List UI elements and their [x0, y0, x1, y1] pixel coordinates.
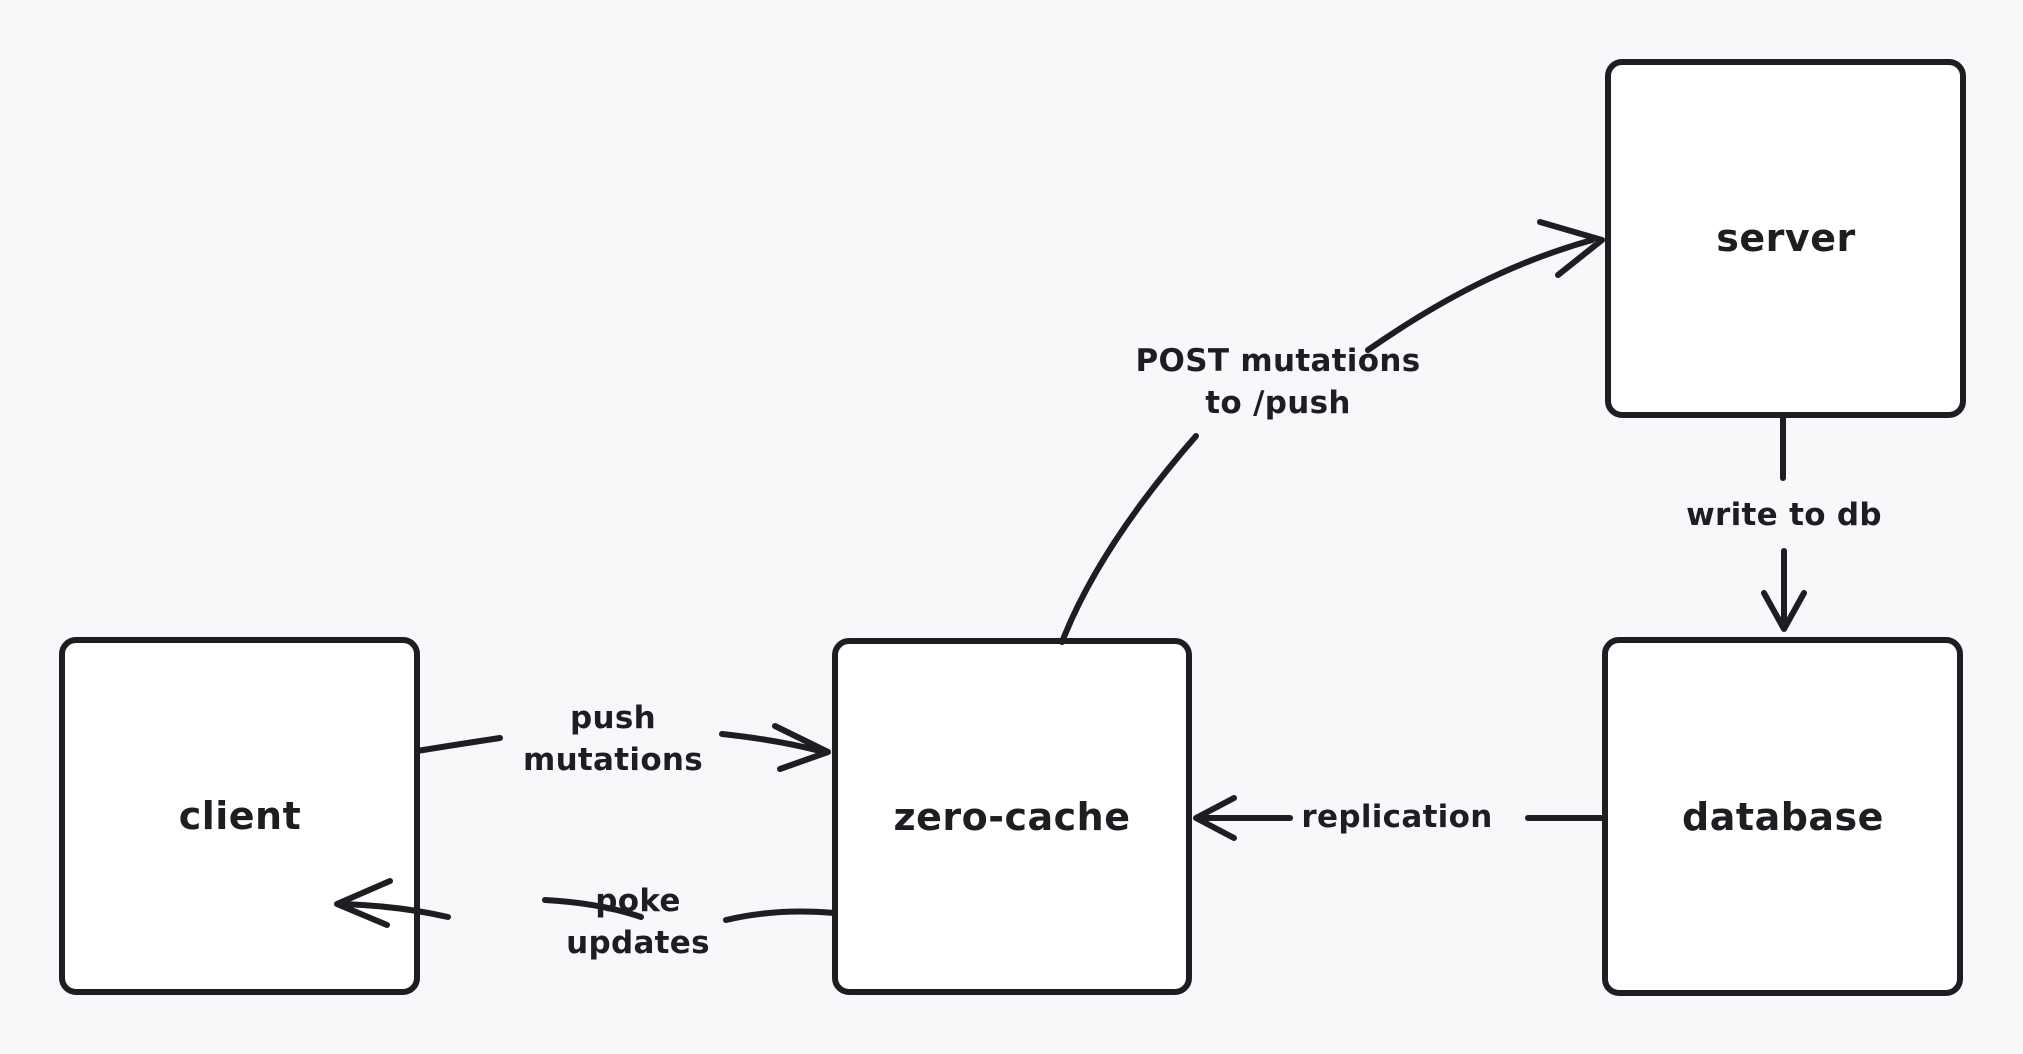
node-box-zero-cache[interactable]: [832, 638, 1192, 995]
edge-post-mutations-lower: [1059, 433, 1199, 645]
node-label-client: client: [178, 794, 302, 838]
edge-push-mutations-arrowhead: [772, 723, 831, 772]
edge-label-post-mutations: POST mutations to /push: [1135, 343, 1421, 421]
edge-post-mutations-arrowhead: [1537, 219, 1605, 278]
edge-replication-arrowhead: [1193, 795, 1237, 841]
edge-label-replication: replication: [1301, 799, 1493, 836]
edge-label-poke-updates: poke updates: [566, 883, 710, 961]
edge-label-write-to-db: write to db: [1686, 497, 1882, 534]
edge-push-mutations-stub-right: [719, 731, 823, 754]
edge-label-push-mutations: push mutations: [522, 700, 704, 778]
node-label-database: database: [1682, 795, 1884, 839]
node-box-server[interactable]: [1605, 59, 1966, 418]
edge-push-mutations-stub-left: [414, 735, 503, 754]
edge-poke-updates-stub-right: [542, 897, 644, 920]
edge-poke-updates-arrowhead: [334, 878, 393, 928]
node-label-zero-cache: zero-cache: [893, 795, 1131, 839]
edge-post-mutations-upper: [1365, 237, 1595, 353]
edge-poke-updates-stub-left: [723, 908, 838, 923]
edge-write-to-db-arrowhead: [1761, 590, 1807, 632]
node-label-server: server: [1716, 216, 1856, 260]
node-box-client[interactable]: [59, 637, 420, 995]
edge-poke-updates-tail: [340, 901, 451, 920]
